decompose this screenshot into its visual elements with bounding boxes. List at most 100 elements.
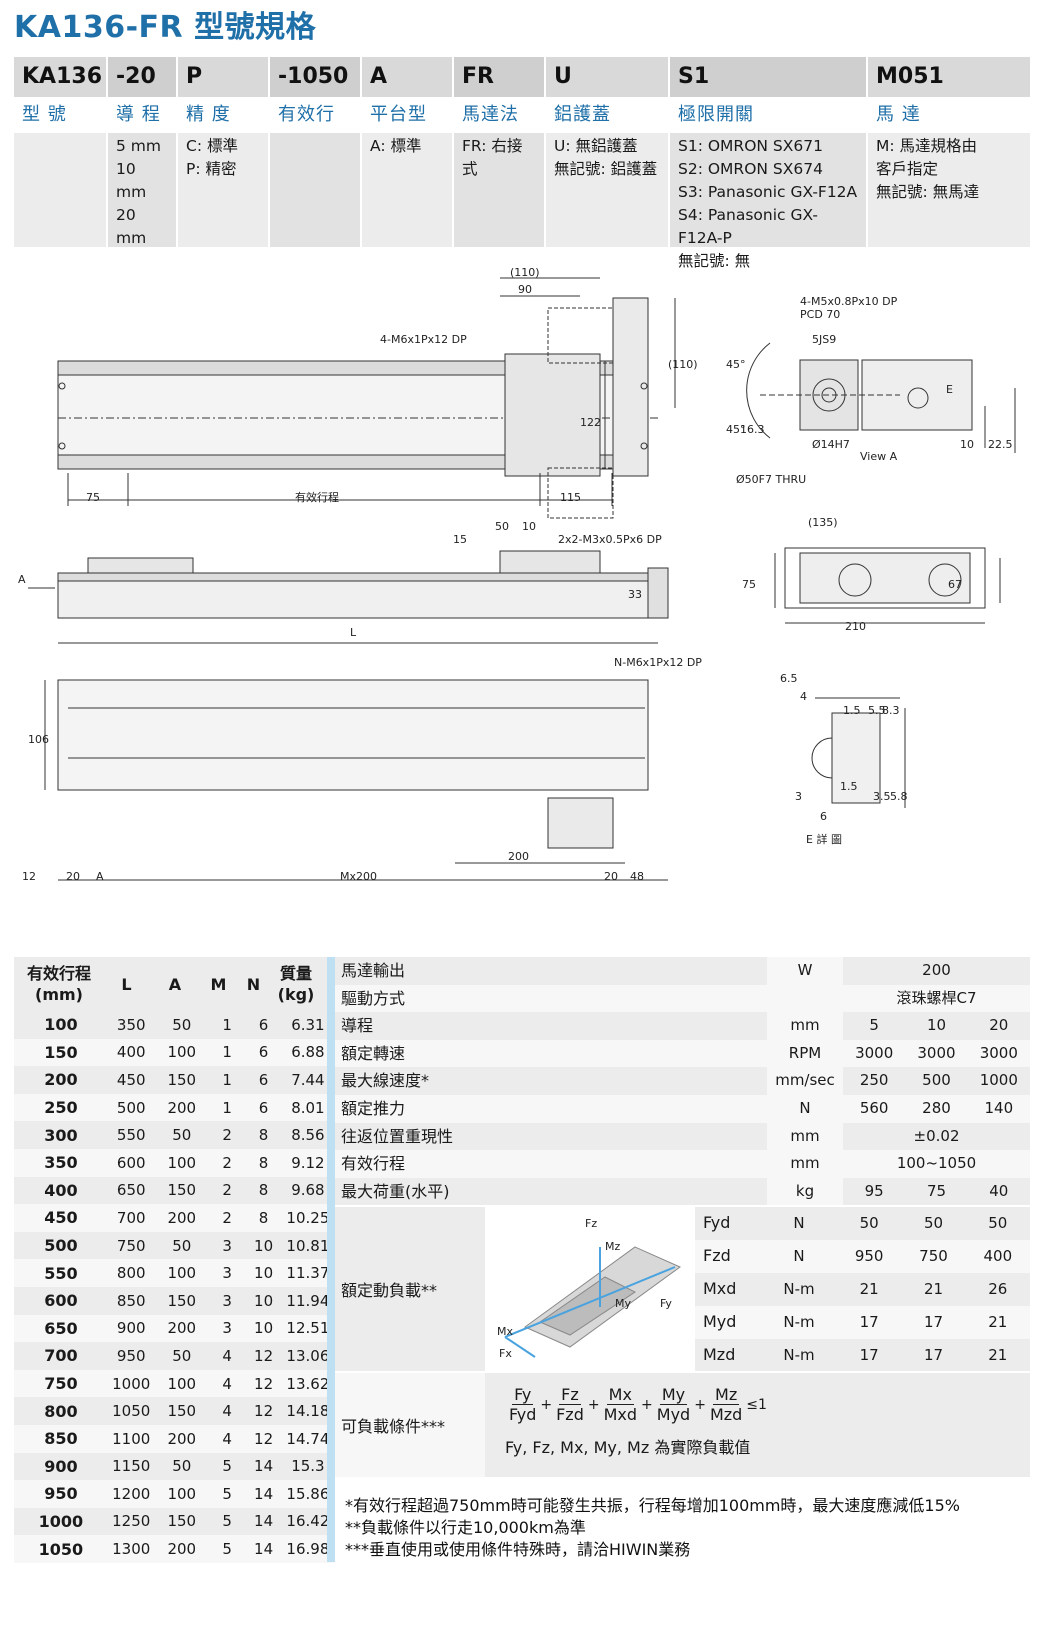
code-option-8: M: 馬達規格由客戶指定無記號: 無馬達	[866, 133, 1030, 247]
table-cell: 250	[14, 1093, 108, 1122]
table-cell: 450	[107, 1066, 155, 1094]
dynamic-load-value: 400	[983, 1247, 1013, 1266]
header-m: M	[210, 974, 227, 994]
spec-value: 500	[922, 1071, 951, 1090]
dim-label-bottom_view: 200	[508, 850, 529, 863]
denominator: Mxd	[603, 1405, 638, 1425]
table-cell: 4	[208, 1342, 246, 1370]
dim-label-bottom_view: 20	[604, 870, 618, 883]
footnote-3: ***垂直使用或使用條件特殊時，請洽HIWIN業務	[345, 1540, 691, 1559]
spec-unit: mm	[767, 1150, 843, 1178]
dynamic-load-name: Fyd	[703, 1213, 731, 1233]
table-cell: 10	[245, 1286, 282, 1315]
spec-unit: mm/sec	[767, 1067, 843, 1095]
spec-value: 140	[984, 1098, 1014, 1117]
dim-label-side_view: A	[18, 573, 26, 586]
code-label-5: 馬達法蘭	[452, 97, 544, 161]
table-cell: 1150	[107, 1452, 155, 1481]
stroke-table-header: 有效行程 (mm) L A M N 質量 (kg)	[14, 957, 334, 1011]
table-cell: 150	[154, 1286, 209, 1315]
table-cell: 200	[154, 1314, 209, 1343]
code-label-6: 鋁護蓋	[544, 97, 668, 133]
table-cell: 3	[208, 1286, 246, 1315]
dynamic-load-value: 950	[854, 1247, 884, 1266]
dim-label-top_view: 115	[560, 491, 581, 504]
numerator: Fz	[559, 1385, 581, 1406]
load-condition-label: 可負載條件***	[335, 1373, 485, 1478]
table-cell: 700	[107, 1204, 155, 1232]
dim-label-end_view: 10	[960, 438, 974, 451]
table-cell: 100	[154, 1148, 209, 1177]
table-cell: 8.01	[281, 1093, 334, 1122]
spec-unit: mm	[767, 1122, 843, 1151]
table-cell: 550	[107, 1121, 155, 1149]
dim-label-end_view: 5JS9	[812, 333, 836, 346]
dynamic-load-value: 26	[988, 1279, 1008, 1298]
header-n: N	[246, 974, 261, 994]
dim-label-detail_e: 5.5	[868, 704, 886, 717]
dim-label-section_view: 210	[845, 620, 866, 633]
code-head-7: S1	[668, 57, 866, 97]
table-cell: 6.88	[281, 1038, 334, 1067]
table-cell: 4	[208, 1424, 246, 1453]
table-cell: 50	[154, 1342, 209, 1370]
table-cell: 750	[107, 1231, 155, 1260]
table-cell: 1	[208, 1011, 246, 1039]
dim-label-detail_e: 6	[820, 810, 827, 823]
table-cell: 850	[14, 1424, 108, 1453]
table-cell: 6	[245, 1093, 282, 1122]
code-option-line: S4: Panasonic GX-F12A-P	[678, 206, 818, 247]
table-cell: 5	[208, 1535, 246, 1563]
table-cell: 12	[245, 1342, 282, 1370]
dim-label-detail_e: 3	[795, 790, 802, 803]
spec-name: 額定推力	[335, 1094, 767, 1123]
table-cell: 10	[245, 1314, 282, 1343]
table-cell: 1100	[107, 1424, 155, 1453]
code-label-3: 有效行程	[268, 97, 360, 161]
denominator: Fzd	[556, 1405, 584, 1425]
code-option-line: S3: Panasonic GX-F12A	[678, 183, 858, 201]
table-cell: 400	[14, 1176, 108, 1205]
table-cell: 10	[245, 1259, 282, 1287]
code-label-0: 型 號	[14, 97, 106, 133]
table-cell: 100	[14, 1011, 108, 1039]
code-option-line: 無記號: 無馬達	[876, 183, 980, 201]
table-cell: 350	[14, 1148, 108, 1177]
dim-label-end_view: PCD 70	[800, 308, 840, 321]
dim-label-end_view: 45°	[726, 358, 746, 371]
table-cell: 500	[107, 1093, 155, 1122]
dim-label-end_view: View A	[860, 450, 898, 463]
axis-label: My	[615, 1297, 631, 1310]
table-cell: 8.56	[281, 1121, 334, 1149]
spec-value: 10	[926, 1016, 947, 1035]
table-cell: 5	[208, 1507, 246, 1536]
spec-unit: kg	[767, 1177, 843, 1206]
spec-value: 250	[859, 1071, 889, 1090]
table-cell: 1050	[14, 1535, 108, 1563]
table-cell: 5	[208, 1452, 246, 1481]
table-cell: 800	[107, 1259, 155, 1287]
table-cell: 150	[154, 1397, 209, 1425]
dynamic-load-value: 17	[859, 1345, 879, 1364]
code-option-6: U: 無鋁護蓋無記號: 鋁護蓋	[544, 133, 668, 247]
dim-label-top_view: (110)	[668, 358, 698, 371]
table-cell: 800	[14, 1397, 108, 1425]
table-cell: 3	[208, 1231, 246, 1260]
table-cell: 4	[208, 1397, 246, 1425]
